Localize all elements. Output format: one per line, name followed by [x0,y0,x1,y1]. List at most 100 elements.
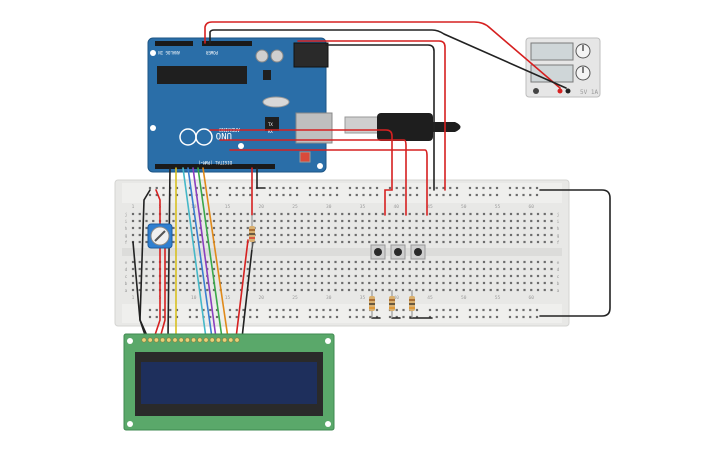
lcd-pin [153,337,159,343]
mounting-hole [150,50,156,56]
wire-lcd-backlight-a [235,239,249,339]
negative-terminal [565,88,571,94]
column-number: 35 [360,204,366,210]
row-letter: d [557,267,560,273]
wire-lcd-backlight-k [241,239,254,339]
wire-lcd-d7 [197,167,223,339]
pushbuttons [370,244,426,260]
analog-header [155,41,193,46]
row-letter: a [125,289,128,294]
row-letter: j [557,212,560,218]
mounting-hole [317,163,323,169]
usb-cable [344,113,461,141]
pulldown-resistors [369,290,415,318]
board-model-label: UNO [216,130,232,140]
pushbutton-2[interactable] [390,244,406,260]
wire-lcd-enable [202,167,229,339]
arduino-board[interactable]: UNO ARDUINO POWER ANALOG IN DIGITAL (PWM… [147,37,333,173]
column-number: 1 [132,204,135,210]
column-number: 45 [427,295,433,301]
column-number: 1 [132,295,135,301]
lcd-pin [166,337,172,343]
row-letter: g [557,234,560,239]
pushbutton-3[interactable] [410,244,426,260]
column-number: 30 [326,295,332,301]
wire-arduino-gnd [256,167,266,189]
column-number: 35 [360,295,366,301]
wire-lcd-vss [139,189,151,339]
column-number: 20 [259,204,265,210]
wire-rail-bridge [539,189,611,317]
column-number: 25 [292,204,298,210]
lcd-pin [228,337,234,343]
capacitor [270,49,284,63]
tx-label: TX [268,122,273,127]
wire-lcd-rw [167,167,171,339]
wire-button-1 [209,129,393,216]
row-letter: i [125,219,128,225]
lcd-pin [191,337,197,343]
positive-terminal [557,88,563,94]
lcd-16x2[interactable] [123,333,335,431]
row-letter: f [125,240,128,246]
lcd-pin [203,337,209,343]
row-letter: d [125,267,128,273]
lcd-screen [141,362,317,404]
column-number: 45 [427,204,433,210]
board-brand-label: ARDUINO [219,126,240,132]
lcd-pin [147,337,153,343]
mounting-hole [238,143,244,149]
row-letter: c [557,275,560,280]
lcd-pin [178,337,184,343]
lcd-pin [160,337,166,343]
row-letter: b [125,281,128,287]
reset-button[interactable] [299,151,311,163]
lcd-pin [197,337,203,343]
row-letter: j [125,212,128,218]
column-number: 55 [495,295,501,301]
row-letter: h [125,226,128,232]
voltage-display [530,42,574,61]
column-number: 20 [259,295,265,301]
mounting-hole [150,125,156,131]
crystal [262,96,290,108]
power-switch-icon[interactable] [533,88,539,94]
wire-gnd-to-rail [325,44,435,191]
wire-gnd-black [209,29,567,89]
lcd-pin [209,337,215,343]
power-section-label: POWER [205,50,218,55]
resistor-3 [409,290,415,318]
wire-button-3 [229,149,428,216]
digital-header [155,164,275,169]
breadboard-center-channel [122,248,562,256]
power-supply[interactable]: 5V 1A [525,37,601,98]
resistor-backlight [249,215,255,250]
lcd-pin [222,337,228,343]
power-supply-label: 5V 1A [580,89,598,96]
wire-pot-vcc [159,227,166,339]
atmega-chip [157,66,247,84]
lcd-pin [184,337,190,343]
pushbutton-1[interactable] [370,244,386,260]
usb-chip [265,117,279,131]
resistor-1 [369,290,375,318]
wire-lcd-d6 [192,167,217,339]
column-number: 60 [529,204,535,210]
power-header [202,41,252,46]
row-letter: f [557,240,560,246]
capacitor [255,49,269,63]
row-letter: b [557,281,560,287]
potentiometer[interactable] [147,223,173,249]
column-number: 15 [225,204,231,210]
analog-section-label: ANALOG IN [158,50,180,55]
row-letter: e [125,261,128,266]
wire-lcd-d4 [182,167,207,339]
wire-button-2 [219,139,407,216]
column-number: 40 [394,204,400,210]
column-number: 50 [461,295,467,301]
lcd-pin [234,337,240,343]
lcd-pin [215,337,221,343]
row-letter: g [125,234,128,239]
